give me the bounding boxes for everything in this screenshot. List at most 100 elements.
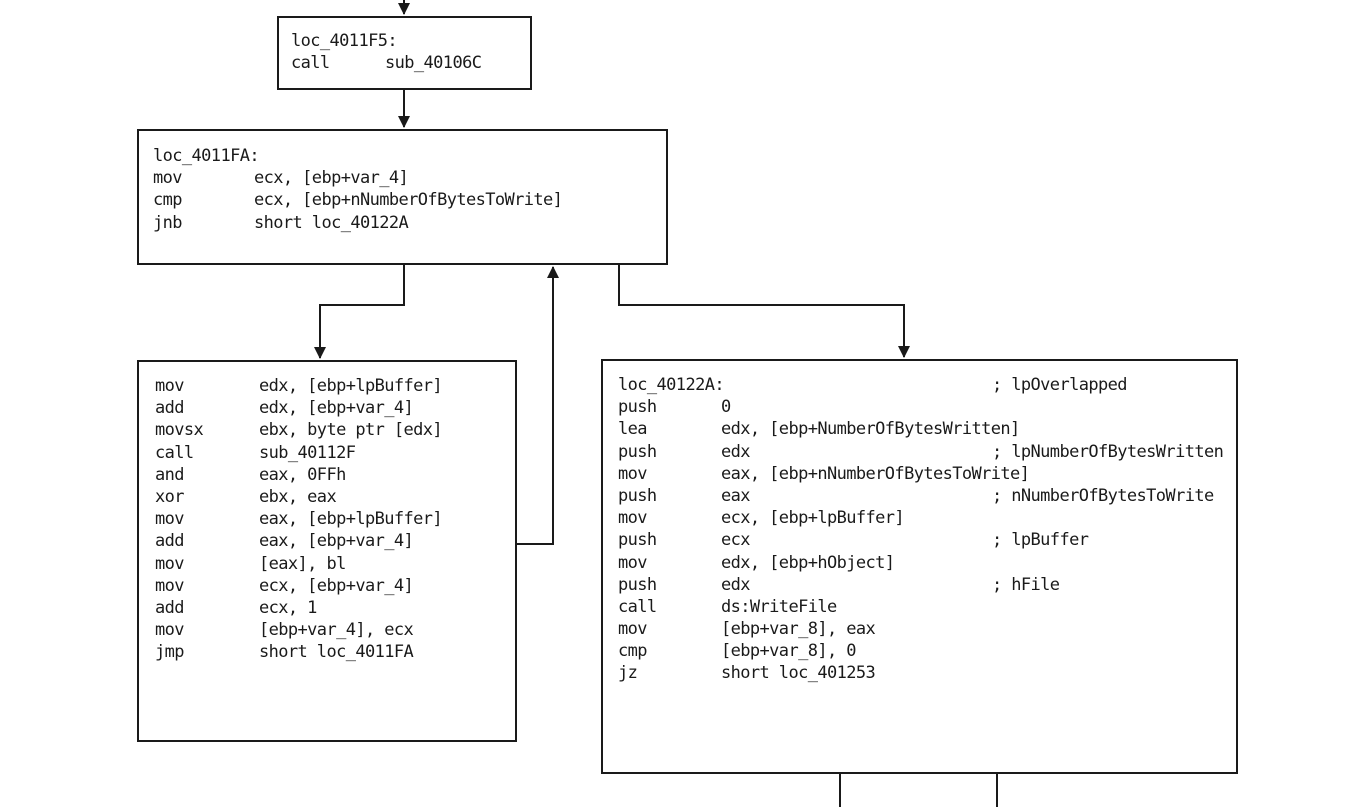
instruction-row[interactable]: cmp [ebp+var_8], 0: [618, 640, 1236, 662]
operands: [ebp+var_8], 0: [721, 641, 856, 662]
operands: sub_40106C: [385, 53, 482, 74]
operands: edx: [721, 441, 751, 462]
instruction-row[interactable]: push edx ; lpNumberOfBytesWritten: [618, 441, 1236, 463]
instruction-row[interactable]: push 0: [618, 396, 1236, 418]
mnemonic: mov: [153, 168, 183, 189]
operands: ds:WriteFile: [721, 596, 837, 617]
mnemonic: cmp: [618, 641, 648, 662]
mnemonic: push: [618, 397, 657, 418]
mnemonic: mov: [618, 463, 648, 484]
block-label[interactable]: loc_4011F5:: [291, 31, 398, 51]
edge-4011FA-to-loop-body: [319, 265, 405, 358]
mnemonic: add: [155, 531, 185, 552]
mnemonic: mov: [155, 575, 185, 596]
operands: short loc_401253: [721, 663, 876, 684]
instruction-row[interactable]: and eax, 0FFh: [155, 464, 515, 486]
edge-4011FA-to-40122A: [618, 265, 905, 357]
mnemonic: jmp: [155, 642, 185, 663]
operands: eax, [ebp+nNumberOfBytesToWrite]: [721, 463, 1030, 484]
mnemonic: push: [618, 574, 657, 595]
operands: ecx, [ebp+lpBuffer]: [721, 508, 905, 529]
mnemonic: call: [291, 53, 330, 74]
mnemonic: mov: [155, 509, 185, 530]
mnemonic: mov: [155, 620, 185, 641]
instruction-row[interactable]: mov eax, [ebp+nNumberOfBytesToWrite]: [618, 463, 1236, 485]
mnemonic: mov: [155, 376, 185, 396]
mnemonic: lea: [618, 419, 648, 440]
block-label[interactable]: loc_40122A:: [618, 375, 725, 395]
operands: [ebp+var_4], ecx: [259, 620, 414, 641]
instruction-row[interactable]: movsx ebx, byte ptr [edx]: [155, 419, 515, 441]
edge-entry-arrowhead: [398, 3, 410, 15]
block-label-row: loc_4011FA:: [153, 145, 666, 167]
operands: eax, [ebp+var_4]: [259, 531, 414, 552]
operands: edx, [ebp+NumberOfBytesWritten]: [721, 419, 1020, 440]
block-label-row: loc_4011F5:: [291, 30, 530, 52]
edge-40122A-arrowhead: [898, 346, 910, 358]
mnemonic: push: [618, 441, 657, 462]
instruction-row[interactable]: add eax, [ebp+var_4]: [155, 530, 515, 552]
operands: ebx, byte ptr [edx]: [259, 420, 443, 441]
mnemonic: cmp: [153, 190, 183, 211]
mnemonic: push: [618, 530, 657, 551]
instruction-row[interactable]: mov [ebp+var_4], ecx: [155, 619, 515, 641]
instruction-row[interactable]: mov [eax], bl: [155, 553, 515, 575]
instruction-row[interactable]: add edx, [ebp+var_4]: [155, 397, 515, 419]
block-label[interactable]: loc_4011FA:: [153, 146, 260, 166]
mnemonic: jnb: [153, 212, 183, 233]
operands: edx, [ebp+var_4]: [259, 398, 414, 419]
mnemonic: add: [155, 398, 185, 419]
operands: ecx, [ebp+var_4]: [254, 168, 409, 189]
instruction-row[interactable]: jnb short loc_40122A: [153, 212, 666, 234]
mnemonic: mov: [618, 619, 648, 640]
edge-back-to-4011FA: [517, 267, 554, 545]
instruction-row[interactable]: mov edx, [ebp+lpBuffer]: [155, 375, 515, 397]
edge-loop-body-arrowhead: [314, 347, 326, 359]
operands: [eax], bl: [259, 553, 346, 574]
block-label-row: loc_40122A:; lpOverlapped: [618, 374, 1236, 396]
mnemonic: xor: [155, 486, 185, 507]
instruction-row[interactable]: xor ebx, eax: [155, 486, 515, 508]
operands: ecx, [ebp+var_4]: [259, 575, 414, 596]
mnemonic: mov: [618, 552, 648, 573]
mnemonic: mov: [155, 553, 185, 574]
operands: edx: [721, 574, 751, 595]
instruction-row[interactable]: call sub_40106C: [291, 52, 530, 74]
operands: sub_40112F: [259, 442, 356, 463]
mnemonic: movsx: [155, 420, 204, 441]
operands: short loc_4011FA: [259, 642, 414, 663]
instruction-comment: ; lpBuffer: [992, 530, 1089, 551]
operands: edx, [ebp+hObject]: [721, 552, 895, 573]
instruction-row[interactable]: lea edx, [ebp+NumberOfBytesWritten]: [618, 418, 1236, 440]
instruction-row[interactable]: mov ecx, [ebp+var_4]: [153, 167, 666, 189]
operands: ebx, eax: [259, 486, 337, 507]
operands: short loc_40122A: [254, 212, 409, 233]
block-loc-4011F5[interactable]: loc_4011F5:call sub_40106C: [277, 16, 532, 90]
operands: edx, [ebp+lpBuffer]: [259, 376, 443, 396]
operands: 0: [721, 397, 731, 418]
instruction-row[interactable]: mov edx, [ebp+hObject]: [618, 552, 1236, 574]
mnemonic: and: [155, 464, 185, 485]
instruction-row[interactable]: push edx ; hFile: [618, 574, 1236, 596]
instruction-row[interactable]: jmp short loc_4011FA: [155, 641, 515, 663]
instruction-comment: ; hFile: [992, 574, 1060, 595]
instruction-comment: ; nNumberOfBytesToWrite: [992, 485, 1214, 506]
instruction-row[interactable]: mov ecx, [ebp+var_4]: [155, 575, 515, 597]
instruction-comment: ; lpNumberOfBytesWritten: [992, 441, 1224, 462]
instruction-row[interactable]: mov[ebp+var_8], eax: [618, 618, 1236, 640]
operands: eax: [721, 485, 751, 506]
operands: eax, 0FFh: [259, 464, 346, 485]
block-loop-body[interactable]: mov edx, [ebp+lpBuffer] add edx, [ebp+var_4…: [137, 360, 517, 742]
